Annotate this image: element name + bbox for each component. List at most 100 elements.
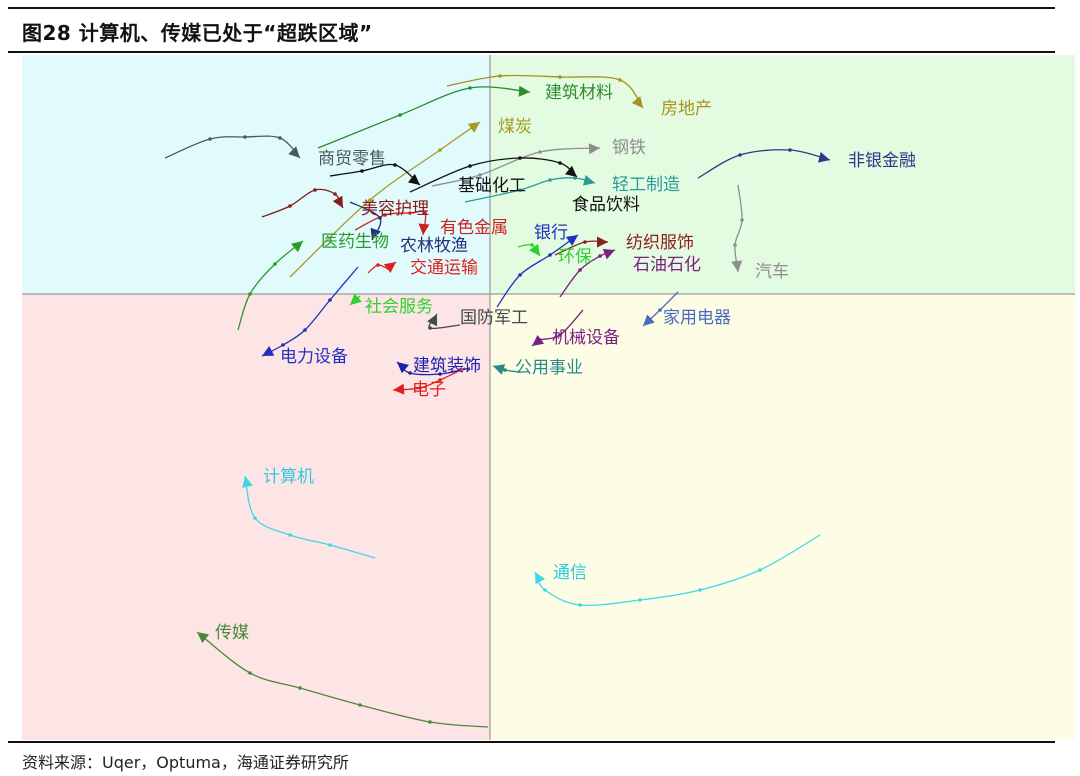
trail-point xyxy=(503,368,507,372)
sector-label: 环保 xyxy=(558,247,592,267)
trail-机械设备 xyxy=(531,309,584,347)
trail-建筑装饰 xyxy=(396,361,471,376)
trail-point xyxy=(518,273,522,277)
trail-轻工制造 xyxy=(464,174,596,203)
trail-point xyxy=(618,78,622,82)
sector-label: 石油石化 xyxy=(633,255,701,275)
sector-labels: 建筑材料房地产商贸零售煤炭钢铁食品饮料轻工制造基础化工非银金融汽车美容护理有色金… xyxy=(215,83,916,643)
trail-line xyxy=(317,86,531,149)
trail-line xyxy=(697,149,831,179)
trail-point xyxy=(530,243,534,247)
trail-point xyxy=(423,211,427,215)
quadrants xyxy=(22,55,1075,740)
trail-point xyxy=(578,268,582,272)
trail-point xyxy=(758,568,762,572)
source-note: 资料来源：Uqer，Optuma，海通证券研究所 xyxy=(22,753,349,772)
trail-point xyxy=(393,163,397,167)
trail-环保 xyxy=(517,243,541,257)
trail-point xyxy=(518,188,522,192)
trail-point xyxy=(438,372,442,376)
trail-line xyxy=(237,240,304,331)
trail-煤炭 xyxy=(289,121,481,278)
trail-point xyxy=(578,603,582,607)
trail-point xyxy=(468,86,472,90)
trail-point xyxy=(408,371,412,375)
trail-商贸零售 xyxy=(164,135,301,159)
trail-石油石化 xyxy=(559,248,616,298)
top-rule xyxy=(8,7,1055,9)
sector-label: 煤炭 xyxy=(498,117,532,137)
trail-point xyxy=(738,153,742,157)
trail-基础化工 xyxy=(329,163,421,186)
trail-point xyxy=(438,148,442,152)
trail-arrowhead xyxy=(262,346,275,356)
trail-arrowhead xyxy=(427,314,437,327)
trail-point xyxy=(733,243,737,247)
trail-通信 xyxy=(534,534,821,607)
trail-arrowhead xyxy=(529,243,540,256)
trail-line xyxy=(734,184,743,273)
sector-label: 美容护理 xyxy=(361,199,429,219)
trail-电力设备 xyxy=(261,266,359,357)
sector-label: 计算机 xyxy=(263,467,314,487)
trail-电子 xyxy=(392,367,466,395)
trail-arrowhead xyxy=(467,122,480,133)
trail-公用事业 xyxy=(492,364,521,375)
trail-arrowhead xyxy=(518,85,530,97)
trail-银行 xyxy=(496,234,579,308)
trail-家用电器 xyxy=(642,291,679,327)
trail-point xyxy=(298,686,302,690)
trail-point xyxy=(740,218,744,222)
trail-point xyxy=(253,516,257,520)
trail-point xyxy=(498,74,502,78)
trail-point xyxy=(248,671,252,675)
trail-医药生物 xyxy=(237,240,304,331)
trail-arrowhead xyxy=(643,314,655,326)
trail-交通运输 xyxy=(367,261,397,274)
trail-arrowhead xyxy=(393,383,405,395)
trail-point xyxy=(438,378,442,382)
trail-line xyxy=(329,163,421,186)
trail-point xyxy=(548,178,552,182)
trail-钢铁 xyxy=(431,143,601,187)
sector-label: 电子 xyxy=(412,380,446,400)
trail-point xyxy=(583,240,587,244)
trail-arrowhead xyxy=(197,632,210,644)
trail-arrowhead xyxy=(602,248,615,260)
trail-arrowhead xyxy=(418,223,430,235)
trail-point xyxy=(658,308,662,312)
sector-label: 医药生物 xyxy=(321,232,389,252)
sector-label: 传媒 xyxy=(215,623,249,643)
sector-label: 电力设备 xyxy=(280,347,348,367)
trail-arrowhead xyxy=(582,174,595,186)
trail-农林牧渔 xyxy=(349,201,382,241)
sector-label: 食品饮料 xyxy=(572,195,640,215)
trail-point xyxy=(548,253,552,257)
trail-美容护理 xyxy=(261,188,344,218)
sector-label: 商贸零售 xyxy=(318,149,386,169)
quadrant-top-left xyxy=(22,55,490,294)
trail-arrowhead xyxy=(565,235,578,246)
trail-arrowhead xyxy=(631,96,643,108)
trail-汽车 xyxy=(731,184,744,273)
sector-label: 基础化工 xyxy=(458,176,526,196)
trail-非银金融 xyxy=(697,148,831,179)
trail-纺织服饰 xyxy=(554,236,609,256)
trail-point xyxy=(428,720,432,724)
sector-label: 汽车 xyxy=(755,262,789,282)
trail-point xyxy=(281,343,285,347)
trail-国防军工 xyxy=(427,313,461,330)
trail-line xyxy=(196,631,489,728)
trail-arrowhead xyxy=(535,572,546,585)
quadrant-bottom-right xyxy=(490,294,1075,740)
sector-label: 交通运输 xyxy=(410,258,478,278)
trail-arrowhead xyxy=(731,260,743,272)
sector-label: 社会服务 xyxy=(365,297,433,317)
trail-point xyxy=(573,176,577,180)
trail-point xyxy=(408,211,412,215)
trail-arrowhead xyxy=(597,236,608,248)
trail-point xyxy=(558,161,562,165)
sector-label: 纺织服饰 xyxy=(626,233,694,253)
trail-point xyxy=(428,326,432,330)
